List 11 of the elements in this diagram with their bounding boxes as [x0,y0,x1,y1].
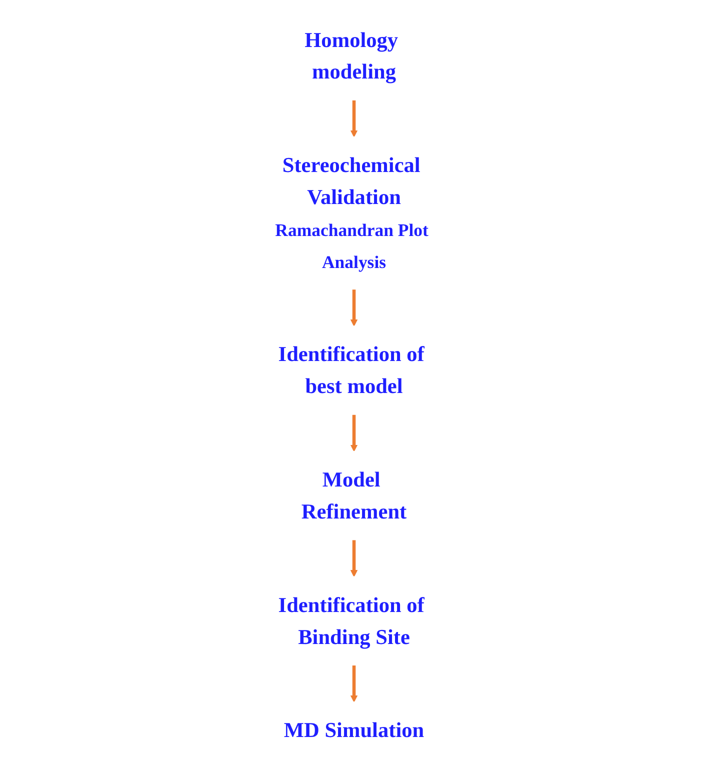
node-text: Stereochemical Validation Ramachandran Plot Analysis [276,153,429,272]
arrow [350,665,358,702]
node-text: MD Simulation [284,718,425,742]
node-text: Identification of Binding Site [278,593,425,649]
node-text: Model Refinement [302,468,408,524]
arrow [350,540,358,577]
arrow [350,100,358,138]
arrow [350,414,358,452]
node-text: Homology modeling [305,28,399,84]
node-text: Identification of best model [278,342,425,398]
arrow [350,289,358,326]
